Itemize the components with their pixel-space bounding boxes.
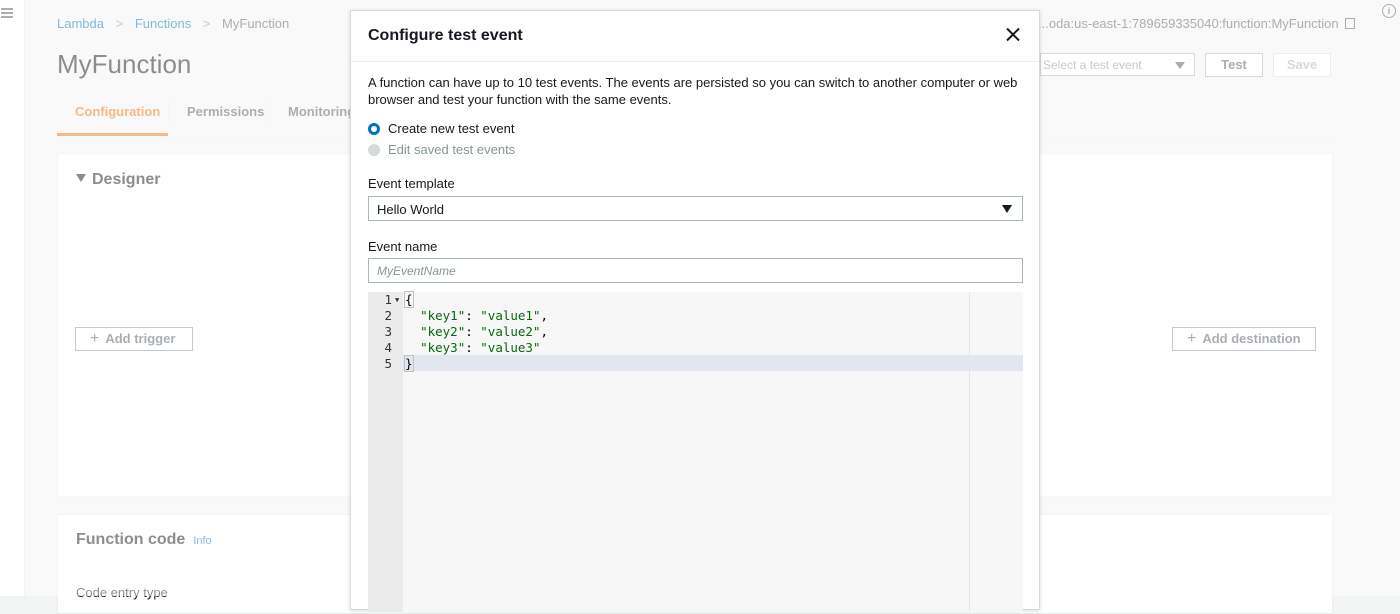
code-line: 4 "key3": "value3" [368,340,1023,356]
code-text: "key3": "value3" [405,340,541,356]
modal-description: A function can have up to 10 test events… [368,75,1018,107]
line-number: 3 [384,324,392,339]
code-line: 2 "key1": "value1", [368,308,1023,324]
code-text: "key1": "value1", [405,308,548,324]
radio-create-label: Create new test event [388,121,515,136]
code-line: 5 } [368,355,1023,372]
code-text: } [404,355,414,372]
event-name-label: Event name [368,239,438,254]
code-line: 1 ▼ { [368,291,1023,308]
close-icon[interactable] [1005,27,1021,43]
line-number: 4 [384,340,392,355]
editor-print-margin [969,292,970,612]
configure-test-event-modal: Configure test event A function can have… [350,10,1040,612]
modal-title: Configure test event [368,27,523,44]
radio-selected-icon[interactable] [368,123,380,135]
json-key: "key2" [420,324,466,339]
json-value: "value1" [480,308,541,323]
json-comma: , [540,308,549,323]
modal-header: Configure test event [351,11,1039,62]
json-key: "key1" [420,308,466,323]
code-text: "key2": "value2", [405,324,548,340]
json-value: "value3" [480,340,541,355]
code-line: 3 "key2": "value2", [368,324,1023,340]
editor-active-line [403,355,1023,371]
event-name-input[interactable] [368,258,1023,283]
editor-gutter [368,292,403,612]
radio-edit-label: Edit saved test events [388,142,516,157]
json-colon: : [465,324,481,339]
event-template-label: Event template [368,176,455,191]
line-number: 2 [384,308,392,323]
code-text: { [404,291,414,308]
radio-disabled-icon [368,144,380,156]
line-number: 1 [384,292,392,307]
fold-icon[interactable]: ▼ [395,296,400,304]
close-brace: } [404,355,414,372]
open-brace: { [404,291,414,308]
json-value: "value2" [480,324,541,339]
json-key: "key3" [420,340,466,355]
event-template-select[interactable]: Hello World [368,196,1023,221]
line-number: 5 [384,356,392,371]
json-code-editor[interactable]: 1 ▼ { 2 "key1": "value1", 3 "key2": "val… [368,291,1023,612]
caret-down-icon [1002,205,1012,213]
event-template-value: Hello World [377,202,444,217]
json-colon: : [465,340,481,355]
json-colon: : [465,308,481,323]
json-comma: , [540,324,549,339]
